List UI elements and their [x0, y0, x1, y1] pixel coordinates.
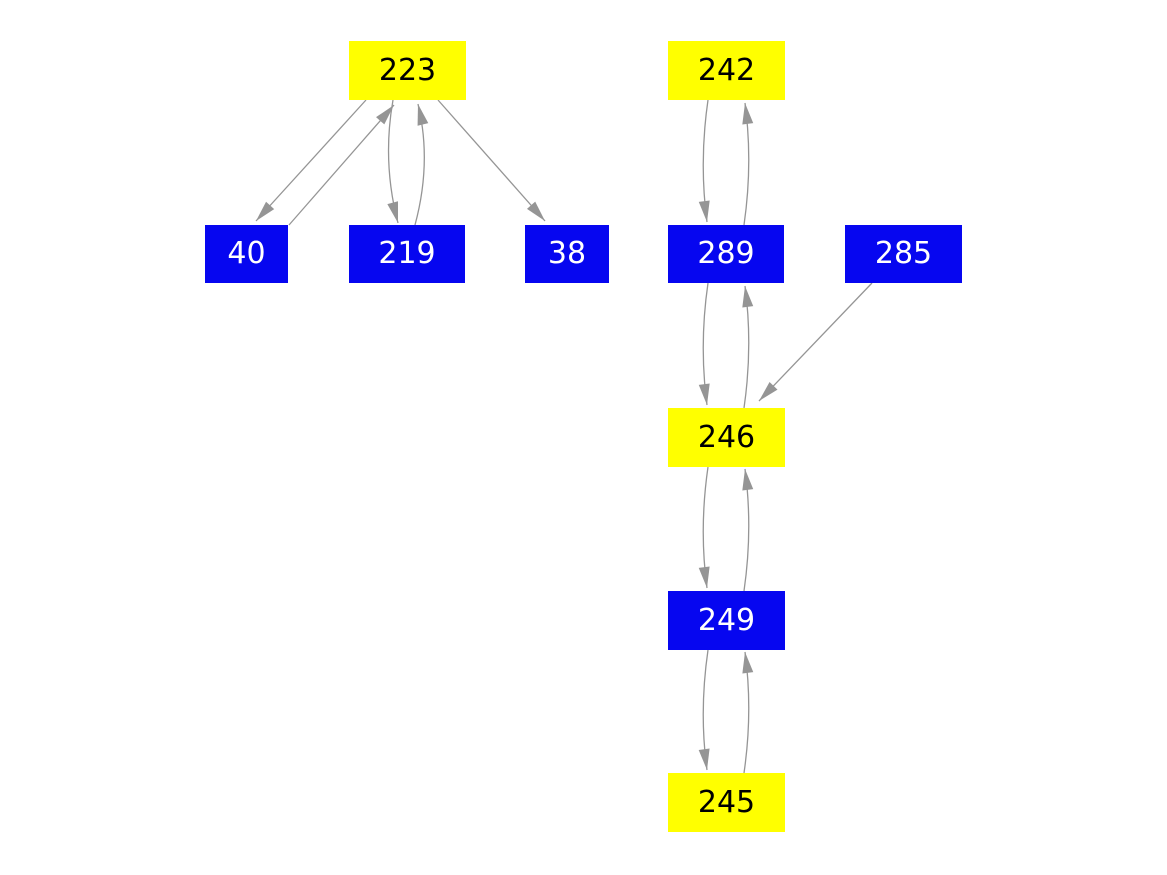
edge-40-to-223 [288, 104, 395, 226]
graph-node-38: 38 [525, 225, 609, 283]
graph-node-242: 242 [668, 41, 785, 100]
graph-node-label: 289 [697, 236, 755, 271]
graph-node-label: 219 [378, 236, 436, 271]
graph-node-289: 289 [668, 225, 784, 283]
edge-249-to-245 [698, 649, 710, 771]
graph-node-label: 40 [227, 236, 266, 271]
graph-node-label: 246 [697, 419, 756, 455]
edge-223-to-40 [255, 99, 367, 222]
edge-249-to-246 [742, 468, 754, 592]
graph-node-label: 249 [697, 602, 756, 638]
graph-node-label: 245 [697, 784, 756, 820]
graph-node-223: 223 [349, 41, 466, 100]
graph-node-label: 242 [697, 52, 756, 88]
graph-node-label: 285 [874, 236, 933, 271]
graph-node-label: 223 [378, 52, 437, 88]
graph-node-246: 246 [668, 408, 785, 467]
edge-group [255, 99, 873, 774]
edge-289-to-242 [742, 102, 754, 226]
edge-223-to-219 [387, 99, 399, 224]
edge-246-to-249 [698, 466, 710, 589]
graph-node-245: 245 [668, 773, 785, 832]
edge-242-to-289 [698, 99, 710, 223]
graph-node-249: 249 [668, 591, 785, 650]
edge-219-to-223 [414, 103, 429, 226]
edge-245-to-249 [742, 651, 754, 774]
graph-node-219: 219 [349, 225, 465, 283]
edge-285-to-246 [758, 282, 873, 402]
edge-223-to-38 [437, 99, 546, 222]
graph-node-label: 38 [547, 236, 587, 271]
edge-289-to-246 [698, 282, 710, 406]
graph-node-40: 40 [205, 225, 288, 283]
edge-246-to-289 [742, 285, 754, 409]
graph-node-285: 285 [845, 225, 962, 283]
